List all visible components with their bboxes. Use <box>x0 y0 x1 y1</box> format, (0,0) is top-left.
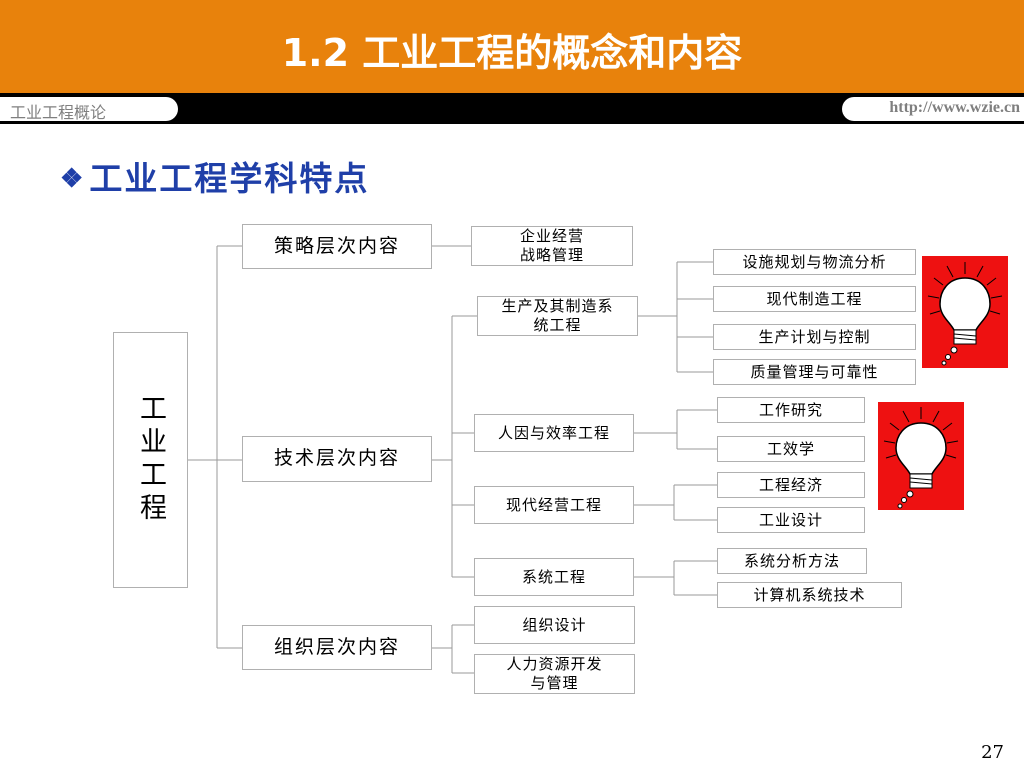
bullet-heading: ❖工业工程学科特点 <box>60 152 369 200</box>
node-business-strategy: 企业经营 战略管理 <box>471 226 633 266</box>
diamond-bullet-icon: ❖ <box>60 164 86 194</box>
node-industrial-design: 工业设计 <box>717 507 865 533</box>
node-human-efficiency: 人因与效率工程 <box>474 414 634 452</box>
node-manufacturing-systems: 生产及其制造系 统工程 <box>477 296 638 336</box>
node-modern-business: 现代经营工程 <box>474 486 634 524</box>
site-url-tag: http://www.wzie.cn <box>842 97 1024 121</box>
node-computer-systems: 计算机系统技术 <box>717 582 902 608</box>
node-modern-manufacturing: 现代制造工程 <box>713 286 916 312</box>
lightbulb-icon <box>922 256 1008 368</box>
node-system-analysis: 系统分析方法 <box>717 548 867 574</box>
node-technology-level: 技术层次内容 <box>242 436 432 482</box>
header-bar <box>0 0 1024 93</box>
bullet-text: 工业工程学科特点 <box>89 159 370 198</box>
course-tag: 工业工程概论 <box>0 97 178 122</box>
node-organization-level: 组织层次内容 <box>242 625 432 670</box>
page-number: 27 <box>981 742 1004 763</box>
node-production-planning: 生产计划与控制 <box>713 324 916 350</box>
node-organization-design: 组织设计 <box>474 606 635 644</box>
site-url: http://www.wzie.cn <box>889 99 1020 116</box>
lightbulb-icon <box>878 402 964 510</box>
node-strategy-level: 策略层次内容 <box>242 224 432 269</box>
course-tag-label: 工业工程概论 <box>10 103 107 122</box>
node-ergonomics: 工效学 <box>717 436 865 462</box>
node-work-study: 工作研究 <box>717 397 865 423</box>
node-quality-reliability: 质量管理与可靠性 <box>713 359 916 385</box>
node-human-resources: 人力资源开发 与管理 <box>474 654 635 694</box>
root-node-label: 工业工程 <box>135 394 166 526</box>
root-node-industrial-engineering: 工业工程 <box>113 332 188 588</box>
node-systems-engineering: 系统工程 <box>474 558 634 596</box>
node-engineering-economy: 工程经济 <box>717 472 865 498</box>
slide-title: 1.2 工业工程的概念和内容 <box>281 31 743 75</box>
node-facility-planning: 设施规划与物流分析 <box>713 249 916 275</box>
